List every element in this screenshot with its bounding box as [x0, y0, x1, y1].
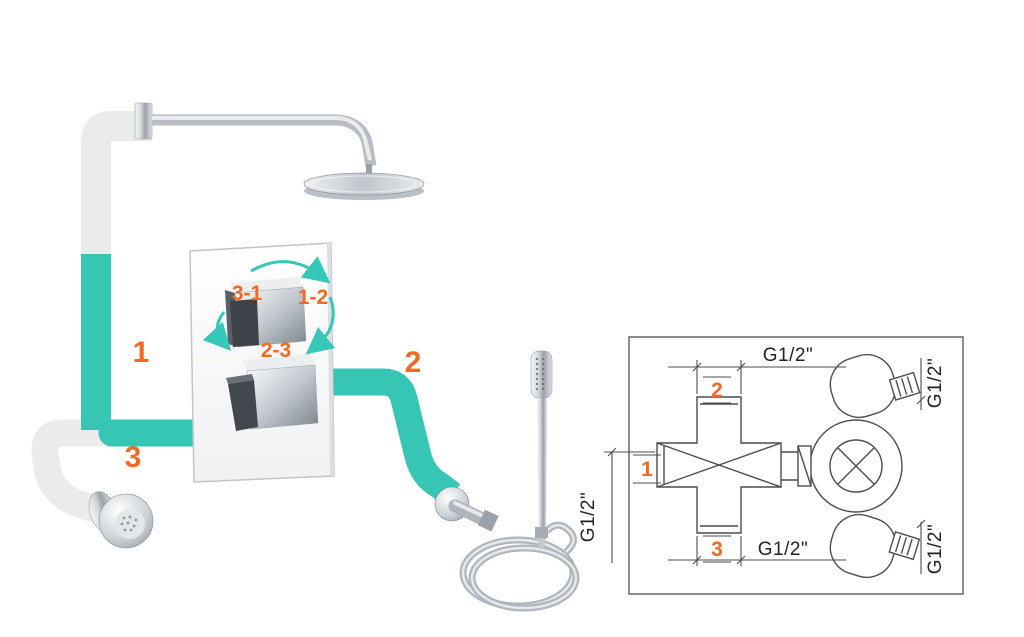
body-jet [88, 491, 154, 549]
hand-shower [530, 350, 553, 549]
hand-shower-tail [537, 538, 546, 549]
thread-label-left: G1/2" [578, 492, 599, 542]
mixer-plate-edge [327, 243, 334, 476]
diverter-knob-top-face [242, 354, 315, 371]
rotation-arrow-left [202, 311, 232, 351]
valve-connector [781, 445, 812, 487]
shower-arm-flange [134, 102, 153, 140]
hand-shower-nut [535, 527, 548, 538]
rotation-arrow-top [250, 256, 331, 284]
pipe-2-teal [330, 368, 461, 506]
thread-label-right-top: G1/2" [925, 358, 946, 408]
tech-port-1-label: 1 [641, 458, 653, 481]
shower-head-rim [311, 175, 417, 193]
rain-shower-assembly [134, 102, 425, 200]
supply-pipes [31, 111, 461, 527]
pipe-gray-riser [81, 111, 152, 424]
rotation-arrow-right [305, 296, 336, 355]
valve-body-inner [829, 439, 883, 493]
hose-outlet [434, 486, 499, 532]
hand-shower-spray-dots [535, 357, 545, 391]
pipe-gray-bottom-left [31, 419, 174, 527]
valve-cross [656, 396, 782, 534]
tech-port-2-label: 2 [711, 379, 723, 402]
hand-shower-head [530, 350, 553, 399]
tech-port-3-label: 3 [711, 538, 723, 561]
hand-shower-handle [537, 398, 547, 527]
shower-arm [152, 114, 377, 167]
rain-shower-head [303, 172, 425, 196]
thread-label-right-bottom: G1/2" [925, 524, 946, 574]
shower-arm-highlight [152, 116, 372, 161]
hose-outlet-nut [477, 509, 499, 532]
thread-label-top: G1/2" [763, 345, 813, 366]
diverter-knob [246, 364, 319, 430]
dial-label-3-1: 3-1 [232, 282, 263, 305]
body-jet-spray-face [115, 509, 145, 539]
dial-label-2-3: 2-3 [261, 339, 291, 362]
technical-drawing [604, 336, 964, 595]
thermostat-knob-top-face [230, 277, 303, 293]
thermostat-knob-notch [230, 299, 259, 347]
pipe-3-label: 3 [125, 441, 142, 474]
pipe-2-label: 2 [405, 346, 422, 379]
shower-head-stem [366, 164, 372, 178]
rotation-arrows [202, 256, 336, 355]
valve-dome-top [829, 353, 921, 419]
dial-label-1-2: 1-2 [298, 286, 328, 309]
mixer-plate-assembly [189, 242, 335, 483]
shower-hose [459, 521, 580, 612]
thread-label-bottom: G1/2" [758, 539, 808, 560]
valve-dome-bottom [829, 513, 921, 579]
pipe-1-label: 1 [133, 336, 150, 369]
diverter-knob-handle [228, 380, 258, 431]
dimension-lines [604, 358, 926, 574]
diverter-knob-handle-top [226, 374, 254, 384]
hose-outlet-highlight [453, 501, 487, 519]
